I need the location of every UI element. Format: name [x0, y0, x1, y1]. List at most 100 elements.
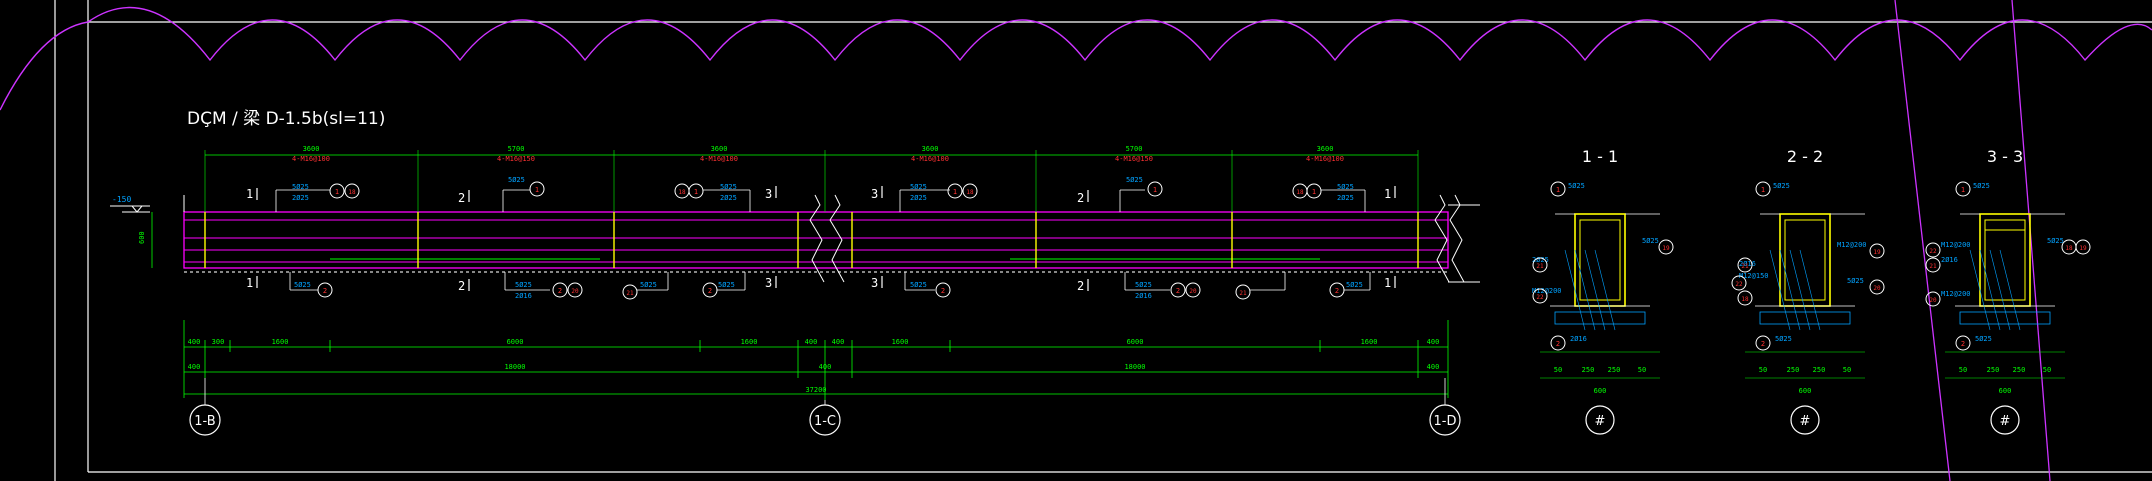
callout-circle [1147, 181, 1163, 197]
callout-number: 21 [1239, 290, 1247, 297]
callout-number: 22 [1929, 248, 1937, 255]
callout-number: 20 [1873, 285, 1881, 292]
callout-circle [529, 181, 545, 197]
span-length-4: 3600 [922, 145, 939, 153]
span-length-2: 5700 [508, 145, 525, 153]
rebar-tag: 5Ø25 [1568, 182, 1585, 190]
cross-section-3: 3 - 3 1 5Ø25 M12@200 2Ø16 M12@200 5Ø25 5… [1925, 147, 2091, 435]
callout-number: 1 [335, 188, 339, 196]
rebar-tag: 2Ø25 [1337, 194, 1354, 202]
section-mark-bottom: 2 [458, 279, 465, 293]
drawing-frame [54, 0, 2152, 481]
rebar-tag: 5Ø25 [1346, 281, 1363, 289]
callout-number: 2 [558, 287, 562, 295]
callout-number: 20 [1929, 297, 1937, 304]
callout-number: 1 [1312, 188, 1316, 196]
cloud-slant-1 [1894, 0, 1951, 481]
cross-section-2: 2 - 2 1 5Ø25 M12@150 2Ø16 5Ø25 M12@200 5… [1731, 147, 1885, 435]
dim-text: 6000 [507, 338, 524, 346]
callout-circle [1737, 290, 1753, 306]
dim-text: 1600 [741, 338, 758, 346]
callout-circle [1170, 282, 1186, 298]
grid-bubble-1-d [1429, 404, 1461, 436]
section-mark-bottom: 1 [246, 276, 253, 290]
top-reinf-3: 4-M16@100 [700, 155, 738, 163]
callout-circle [1731, 275, 1747, 291]
callout-number: 18 [1296, 189, 1304, 196]
rebar-tag: 5Ø25 [1337, 183, 1354, 191]
span-length-3: 3600 [711, 145, 728, 153]
rebar-tag: 5Ø25 [1847, 277, 1864, 285]
callout-number: 21 [1536, 263, 1544, 270]
callout-number: 2 [323, 287, 327, 295]
callout-number: 2 [1961, 340, 1965, 348]
section-mark: # [2000, 414, 2011, 429]
dim-text: 400 [188, 338, 201, 346]
callout-circle [344, 183, 360, 199]
callout-number: 1 [1556, 186, 1560, 194]
dim-text: 400 [188, 363, 201, 371]
revision-cloud [0, 7, 2152, 111]
callout-number: 2 [708, 287, 712, 295]
callout-circle [2075, 239, 2091, 255]
callout-circle [567, 282, 583, 298]
rebar-tag: 5Ø25 [910, 183, 927, 191]
callout-circle [622, 284, 638, 300]
rebar-tag: 5Ø25 [2047, 237, 2064, 245]
callout-number: 22 [1536, 294, 1544, 301]
section-mark-top: 1 [246, 187, 253, 201]
dim-text: 300 [212, 338, 225, 346]
bottom-rebar-tags: 5Ø25 2 5Ø25 2Ø16 2 20 21 5Ø25 2 5Ø25 2 5… [289, 272, 1371, 300]
callout-number: 19 [1873, 249, 1881, 256]
span-length-1: 3600 [303, 145, 320, 153]
top-rebar-tags: 5Ø25 2Ø25 1 18 5Ø25 1 18 1 5Ø25 2Ø25 5Ø2… [275, 176, 1366, 212]
rebar-tag: 2Ø25 [1532, 256, 1549, 264]
dim-text: 50 [1554, 366, 1562, 374]
callout-circle [935, 282, 951, 298]
span-length-5: 5700 [1126, 145, 1143, 153]
section-mark-bottom: 2 [1077, 279, 1084, 293]
dim-text: 250 [1987, 366, 2000, 374]
grid-label: 1-B [194, 414, 215, 429]
dim-text: 1600 [892, 338, 909, 346]
callout-number: 1 [535, 186, 539, 194]
callout-circle [1185, 282, 1201, 298]
callout-circle [1550, 335, 1566, 351]
rebar-tag: 5Ø25 [515, 281, 532, 289]
rebar-tag: 2Ø16 [1739, 260, 1756, 268]
dim-text: 400 [1427, 363, 1440, 371]
cloud-slant-2 [2011, 0, 2051, 481]
callout-number: 19 [1662, 245, 1670, 252]
callout-number: 18 [2065, 245, 2073, 252]
rebar-tag: 5Ø25 [720, 183, 737, 191]
dim-text: 250 [1787, 366, 1800, 374]
rebar-tag: 5Ø25 [1975, 335, 1992, 343]
callout-circle [1925, 242, 1941, 258]
grid-bubble-1-b [189, 404, 221, 436]
callout-circle [688, 183, 704, 199]
top-reinf-5: 4-M16@150 [1115, 155, 1153, 163]
callout-circle [1955, 181, 1971, 197]
top-reinf-4: 4-M16@100 [911, 155, 949, 163]
callout-circle [1955, 335, 1971, 351]
dim-text: 250 [1582, 366, 1595, 374]
beam-elevation [183, 194, 1480, 283]
callout-circle [1658, 239, 1674, 255]
callout-number: 1 [953, 188, 957, 196]
callout-number: 19 [2079, 245, 2087, 252]
callout-number: 18 [678, 189, 686, 196]
dim-text: 250 [2013, 366, 2026, 374]
dim-text: 50 [1638, 366, 1646, 374]
rebar-tag: 5Ø25 [508, 176, 525, 184]
rebar-tag: 5Ø25 [294, 281, 311, 289]
callout-number: 2 [1761, 340, 1765, 348]
section-mark-top: 2 [1077, 191, 1084, 205]
rebar-tag: M12@150 [1739, 272, 1769, 280]
dim-total: 37200 [805, 386, 826, 394]
dim-text: 250 [1813, 366, 1826, 374]
grid-bubbles: 1-B 1-C 1-D [189, 378, 1461, 436]
callout-circle [1869, 243, 1885, 259]
section-mark-bubble [1990, 405, 2020, 435]
callout-circle [329, 183, 345, 199]
callout-number: 21 [1929, 263, 1937, 270]
